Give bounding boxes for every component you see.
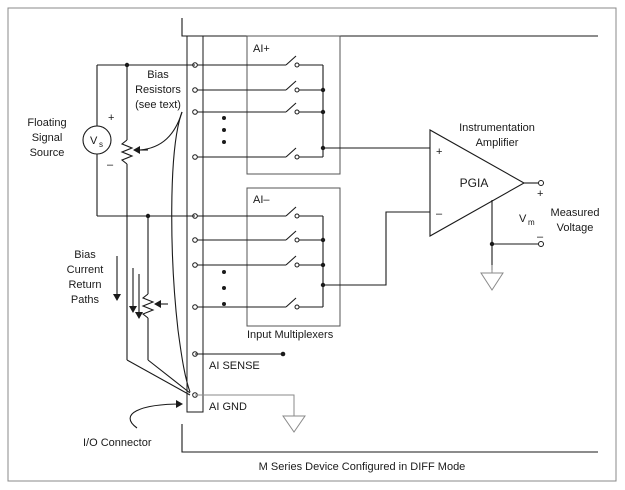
figure-caption: M Series Device Configured in DIFF Mode	[259, 461, 466, 473]
measured-voltage-symbol: V	[519, 213, 527, 225]
ai-gnd-ground-symbol	[282, 415, 306, 433]
ai-gnd-wire	[195, 394, 295, 416]
measured-voltage-subscript: m	[528, 218, 535, 227]
io-connector-strip	[186, 35, 204, 413]
floating-source-label-2: Signal	[32, 132, 63, 144]
output-minus-sign: –	[537, 231, 544, 243]
io-connector-label: I/O Connector	[83, 437, 152, 449]
ai-plus-channels	[195, 55, 326, 160]
ai-minus-mux-box	[246, 187, 341, 327]
figure-frame	[7, 7, 617, 482]
bias-current-arrows	[113, 256, 143, 319]
ai-gnd-label: AI GND	[209, 401, 247, 413]
floating-source-label-1: Floating	[27, 117, 66, 129]
source-voltage-symbol: V	[90, 135, 98, 147]
measured-voltage-label-2: Voltage	[557, 222, 594, 234]
floating-source-symbol	[82, 125, 112, 155]
bias-resistor-pointer-lower	[171, 111, 191, 393]
pgia-amplifier	[429, 129, 526, 237]
bias-resistor-pointer-upper	[139, 111, 183, 151]
bias-current-label-1: Bias	[74, 249, 96, 261]
ai-minus-label: AI–	[253, 194, 270, 206]
ai-plus-mux-box	[246, 35, 341, 175]
bias-resistors-label-1: Bias	[147, 69, 169, 81]
device-outline-top	[181, 18, 598, 37]
amp-minus-input-sign: –	[436, 208, 443, 220]
bias-resistor-lower	[141, 216, 191, 394]
bias-current-label-4: Paths	[71, 294, 100, 306]
io-connector-pointer	[129, 400, 183, 429]
bias-current-label-3: Return	[68, 279, 101, 291]
ai-sense-label: AI SENSE	[209, 360, 260, 372]
source-minus-sign: –	[107, 159, 114, 171]
source-plus-sign: +	[108, 112, 114, 124]
ai-minus-to-amp-wire	[323, 211, 430, 286]
instrumentation-amplifier-label-2: Amplifier	[476, 137, 519, 149]
ai-plus-label: AI+	[253, 43, 270, 55]
bias-resistors-label-3: (see text)	[135, 99, 181, 111]
bias-resistor-upper	[120, 65, 191, 396]
amp-ground-symbol	[480, 272, 504, 291]
pgia-label: PGIA	[460, 176, 489, 190]
floating-source-label-3: Source	[30, 147, 65, 159]
bias-resistors-label-2: Resistors	[135, 84, 181, 96]
bias-current-label-2: Current	[67, 264, 104, 276]
device-outline-bottom	[181, 424, 598, 453]
instrumentation-amplifier-label-1: Instrumentation	[459, 122, 535, 134]
measured-voltage-label-1: Measured	[551, 207, 600, 219]
output-plus-sign: +	[537, 188, 543, 200]
source-voltage-subscript: s	[99, 140, 103, 149]
amp-plus-input-sign: +	[436, 146, 442, 158]
output-terminal-plus	[538, 180, 544, 186]
input-multiplexers-label: Input Multiplexers	[247, 329, 334, 341]
output-terminal-minus	[538, 241, 544, 247]
ai-minus-channels	[195, 206, 326, 310]
